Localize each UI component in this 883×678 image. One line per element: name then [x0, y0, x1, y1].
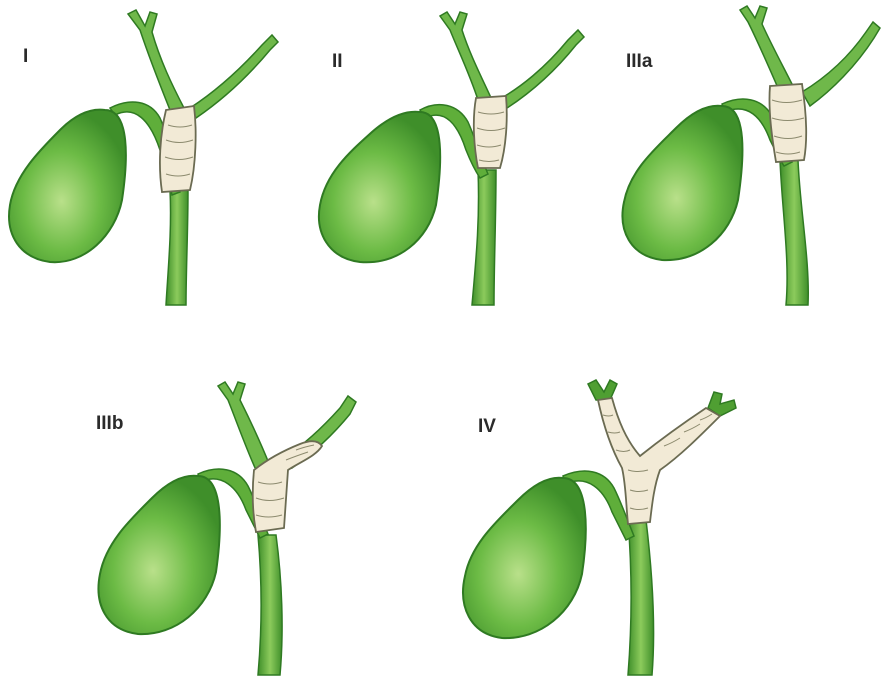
panel-label-IIIb: IIIb [96, 414, 123, 433]
panel-IIIa-illustration [623, 6, 880, 305]
common-bile-duct [472, 170, 496, 305]
left-hepatic-duct [128, 10, 184, 110]
panel-label-IIIa: IIIa [626, 52, 652, 71]
gallbladder [319, 112, 440, 263]
left-hepatic-duct [740, 6, 794, 88]
common-bile-duct [628, 520, 654, 675]
panel-IV-illustration [463, 380, 736, 675]
right-hepatic-duct [802, 22, 880, 106]
tumor [474, 96, 507, 168]
panel-label-I: I [23, 47, 28, 66]
left-hepatic-duct [440, 12, 492, 100]
left-hepatic-duct [218, 382, 270, 470]
tumor [769, 84, 806, 162]
common-bile-duct [258, 535, 282, 675]
gallbladder [623, 106, 743, 260]
panel-II-illustration [319, 12, 584, 305]
panel-I-illustration [9, 10, 278, 305]
panel-IIIb-illustration [99, 382, 356, 675]
gallbladder [9, 110, 126, 263]
gallbladder [463, 478, 586, 638]
right-hepatic-duct [498, 30, 584, 110]
tumor [160, 106, 196, 192]
panel-label-II: II [332, 52, 343, 71]
common-bile-duct [780, 160, 808, 305]
panel-label-IV: IV [478, 417, 496, 436]
common-bile-duct [166, 190, 188, 305]
gallbladder [99, 476, 220, 634]
right-hepatic-duct [190, 35, 278, 118]
